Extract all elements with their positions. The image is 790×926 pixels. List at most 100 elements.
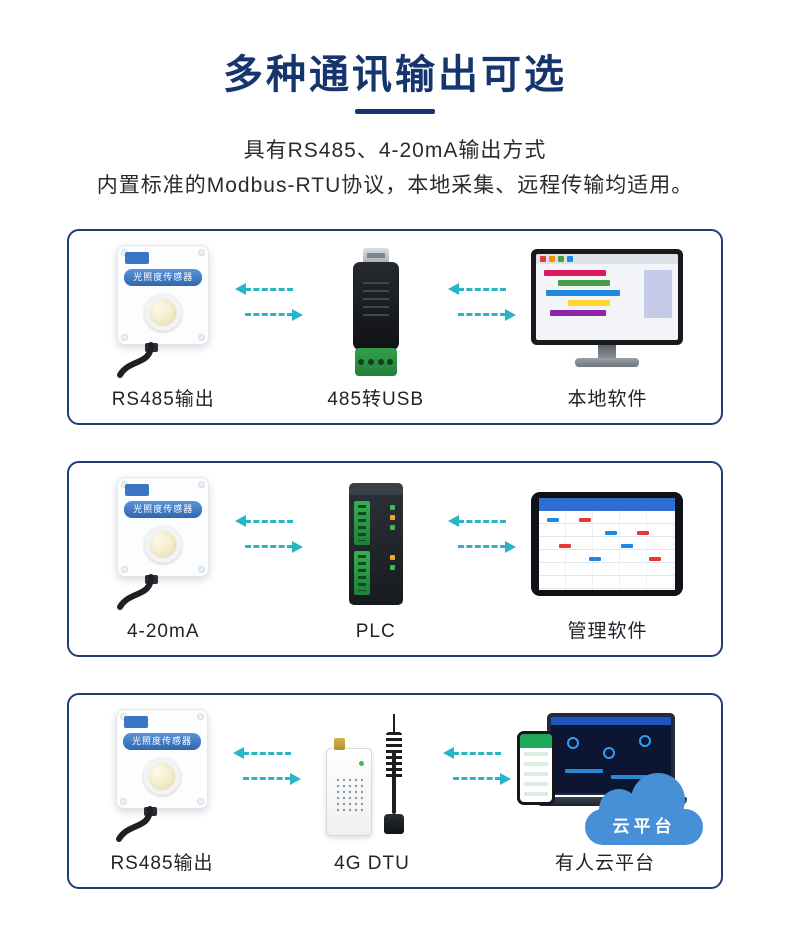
gauge-icon [603, 747, 615, 760]
converter-body [352, 262, 399, 351]
terminal-screw [367, 359, 374, 366]
antenna-rod [392, 752, 396, 815]
sensor-model-label: 光照度传感器 [124, 269, 203, 287]
sensor-body: 光照度传感器 [117, 245, 210, 346]
table-value [605, 531, 618, 536]
tablet-screen [539, 498, 676, 591]
data-bar [568, 300, 611, 307]
data-bar [550, 310, 607, 317]
dashed-line-left [453, 752, 501, 756]
arrow-right-icon [292, 309, 304, 322]
row-rs485-4g-dtu: 光照度传感器 RS485输出 [67, 693, 723, 890]
screw-icon [120, 798, 127, 806]
comm-arrows [235, 512, 304, 556]
comm-arrows [447, 280, 516, 324]
table-value [649, 557, 662, 562]
phone-device [517, 731, 555, 806]
tablet-device [531, 492, 684, 597]
cell-4g-dtu: 4G DTU [301, 703, 443, 879]
dashed-line-right [453, 777, 501, 781]
device-label: 有人云平台 [554, 853, 655, 875]
cell-local-software: 本地软件 [516, 239, 699, 415]
terminal-screw [358, 359, 365, 366]
plc-terminal-block [353, 501, 370, 546]
device-label: PLC [355, 621, 396, 643]
table-value [589, 557, 602, 562]
header: 多种通讯输出可选 具有RS485、4-20mA输出方式 内置标准的Modbus-… [0, 0, 790, 203]
cell-plc: PLC [303, 471, 447, 647]
toolbar-dot [567, 256, 574, 263]
subtitle-line2: 内置标准的Modbus-RTU协议，本地采集、远程传输均适用。 [96, 173, 694, 197]
light-sensor-device: 光照度传感器 [93, 477, 233, 611]
device-holder [303, 239, 447, 385]
dashed-line-left [457, 288, 506, 292]
table-value [637, 531, 650, 536]
table-value [559, 544, 572, 549]
screw-icon [198, 334, 206, 342]
cloud-icon: 云平台 [585, 773, 703, 846]
arrow-right-icon [290, 773, 301, 786]
dtu-grill [335, 777, 363, 814]
status-led [389, 515, 395, 521]
software-toolbar [536, 254, 679, 265]
sensor-body: 光照度传感器 [117, 477, 210, 578]
tablet-frame [531, 492, 684, 597]
cell-sensor-420ma: 光照度传感器 4-20mA [91, 471, 235, 647]
cloud-label: 云平台 [612, 817, 676, 837]
sensor-model-label: 光照度传感器 [123, 733, 201, 751]
plc-device [344, 483, 408, 606]
toolbar-dot [540, 256, 547, 263]
device-holder: 光照度传感器 [91, 471, 235, 617]
comm-arrows [443, 744, 511, 788]
antenna-connector [334, 738, 345, 751]
subtitle-line1: 具有RS485、4-20mA输出方式 [243, 139, 547, 162]
antenna-tip [393, 714, 395, 735]
light-sensor-device: 光照度传感器 [92, 709, 232, 843]
dashed-line-right [457, 545, 506, 549]
cable-gland [144, 807, 157, 817]
cloud-base [585, 809, 703, 846]
light-dome-icon [144, 526, 182, 564]
monitor-frame [531, 249, 684, 346]
toolbar-dot [558, 256, 565, 263]
page-title: 多种通讯输出可选 [223, 53, 567, 97]
title-underline [355, 109, 435, 114]
dtu-body [326, 738, 372, 837]
device-holder [301, 703, 443, 849]
device-holder: 光照度传感器 [91, 239, 235, 385]
gauge-icon [639, 735, 651, 748]
cell-usb-converter: 485转USB [303, 239, 447, 415]
device-label: 本地软件 [567, 389, 648, 411]
antenna-base [384, 814, 404, 835]
status-led [389, 505, 395, 511]
status-led [389, 565, 395, 571]
dashed-line-right [243, 777, 291, 781]
table-value [579, 518, 592, 523]
arrow-right-icon [504, 541, 516, 554]
phone-app-header [520, 734, 552, 749]
arrow-left-icon [233, 747, 244, 760]
monitor-device [531, 249, 684, 375]
status-led [389, 555, 395, 561]
plc-terminal-block [353, 551, 370, 596]
device-holder: 光照度传感器 [91, 703, 233, 849]
device-label: 管理软件 [567, 621, 648, 643]
cable-gland [145, 343, 159, 353]
arrow-right-icon [292, 541, 304, 554]
table-value [621, 544, 634, 549]
dtu-device [312, 710, 432, 842]
status-led [389, 525, 395, 531]
screw-icon [121, 566, 129, 574]
table-header-bar [539, 498, 676, 512]
screw-icon [197, 713, 204, 721]
cell-sensor-rs485: 光照度传感器 RS485输出 [91, 239, 235, 415]
dashed-line-left [245, 520, 294, 524]
brand-logo [125, 484, 150, 497]
usb-plug-icon [362, 248, 389, 265]
comm-arrows [235, 280, 304, 324]
screw-icon [121, 334, 129, 342]
cell-cloud-platform: 云平台 有人云平台 [511, 703, 703, 879]
plc-top-cap [348, 483, 403, 496]
gauge-icon [567, 737, 579, 750]
